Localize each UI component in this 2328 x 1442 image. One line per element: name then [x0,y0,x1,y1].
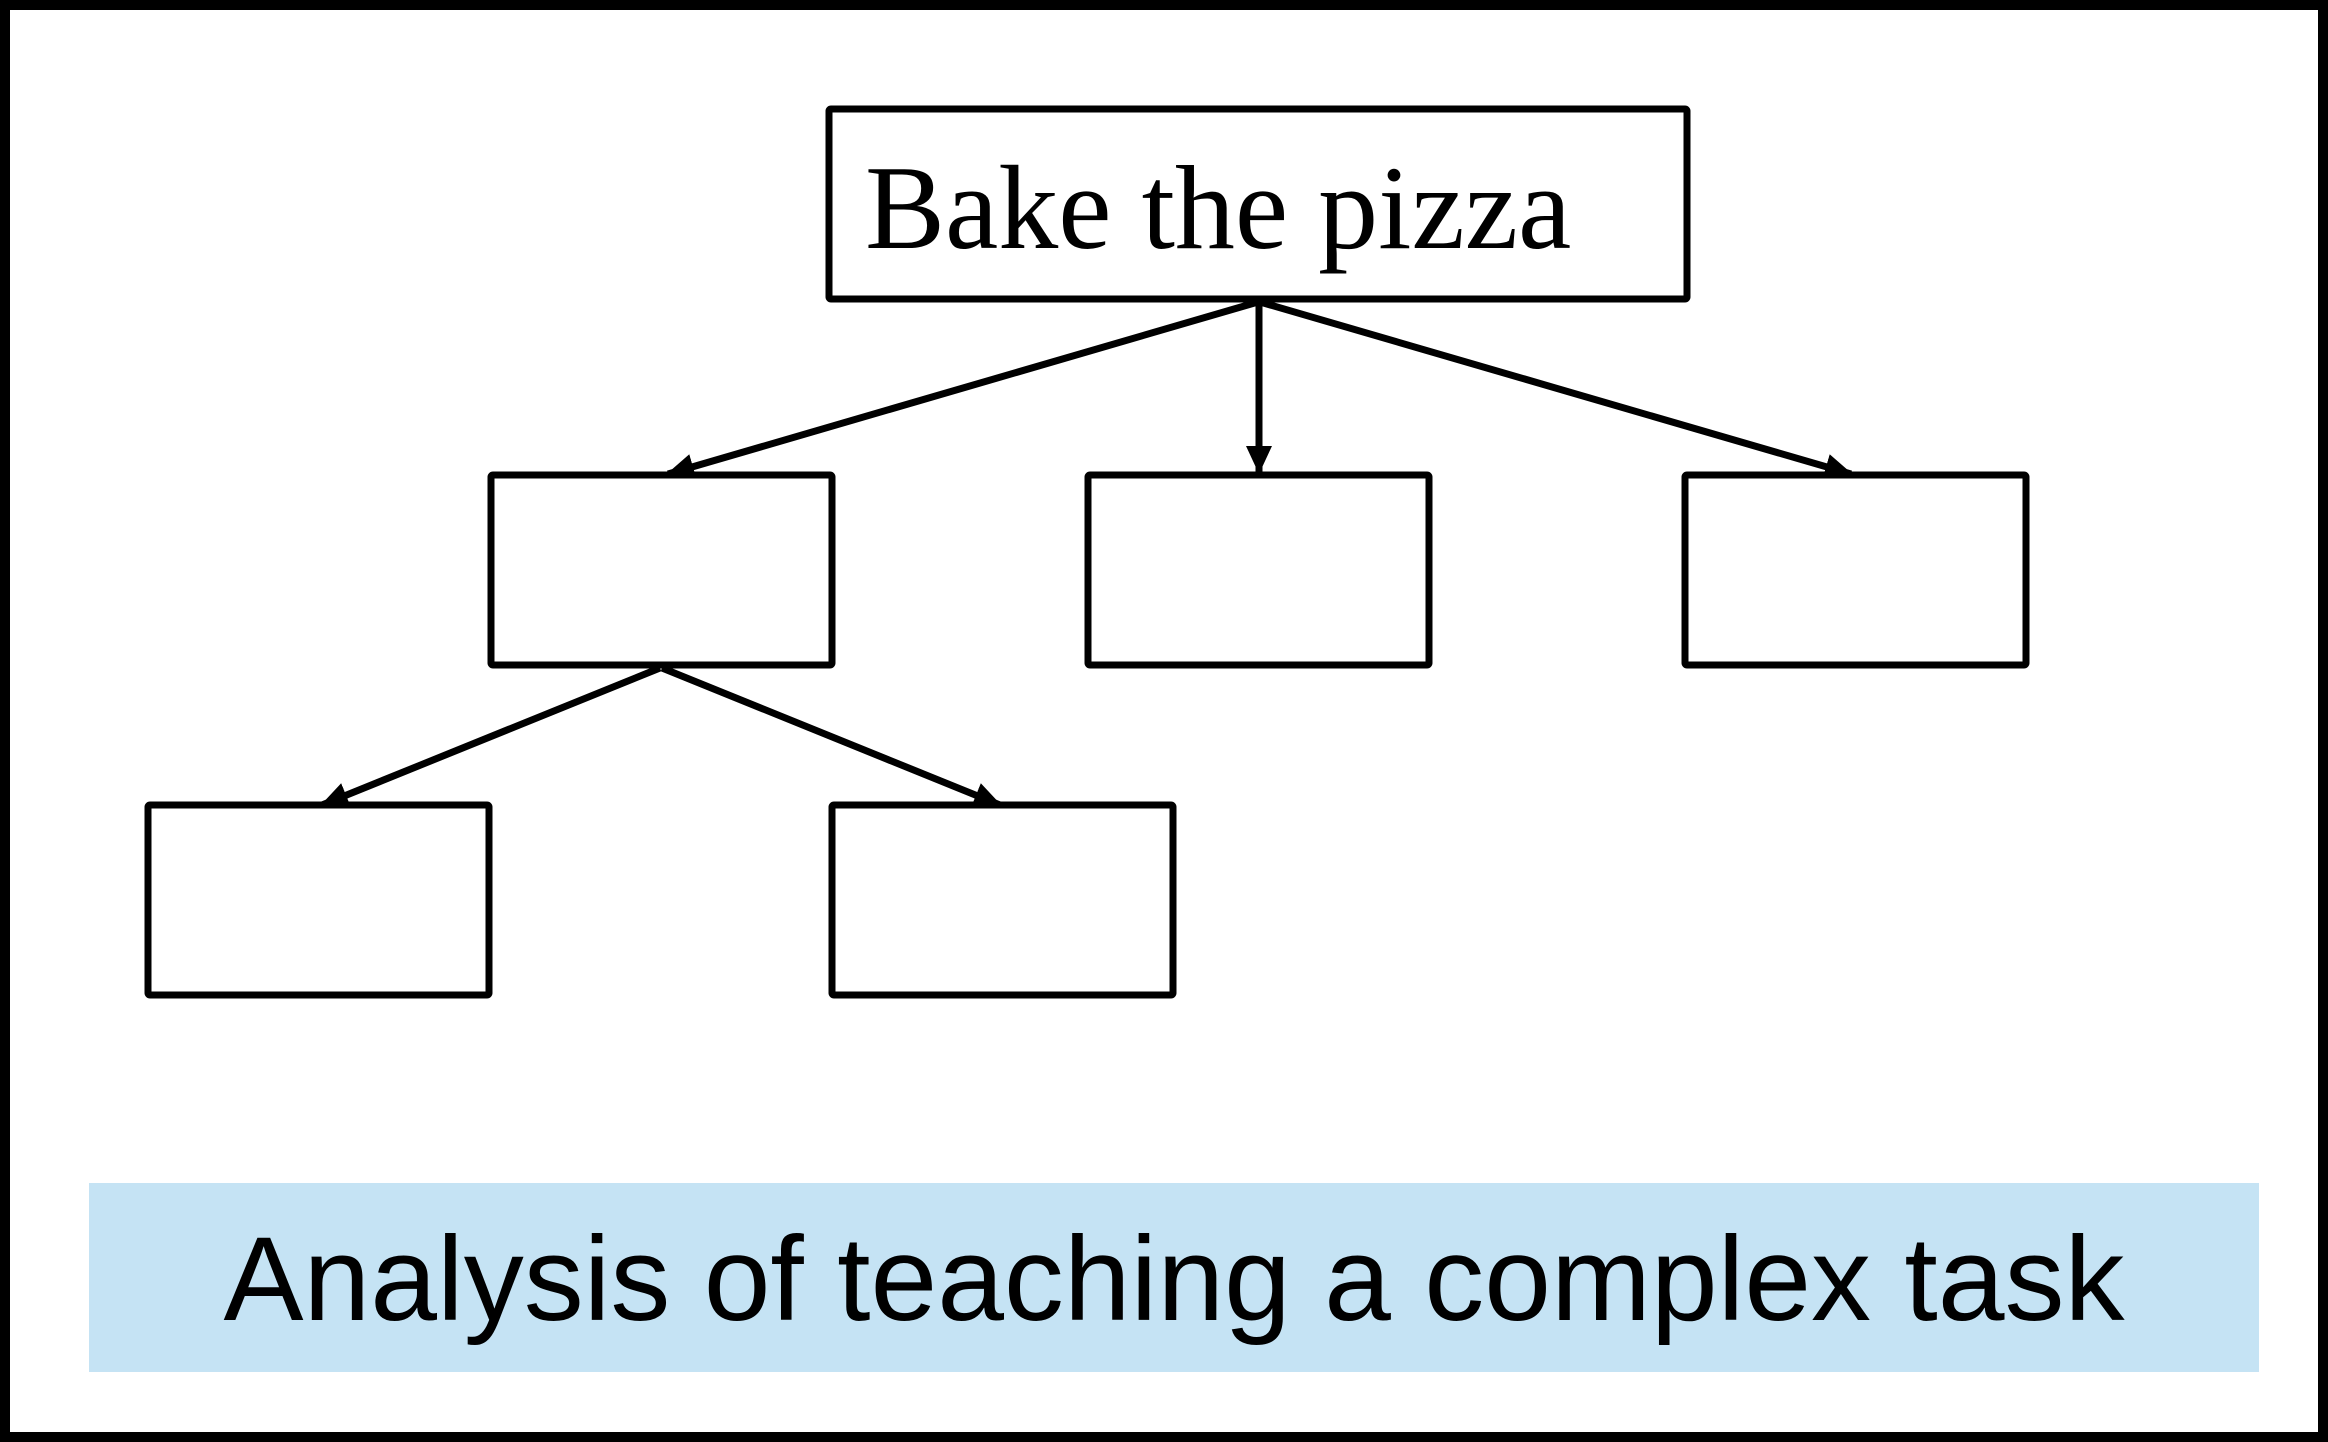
step-node-1-box [487,471,836,669]
substep-node-1-box [144,801,493,999]
substep-node-2-box [828,801,1177,999]
connector-step-1-to-substep-2 [660,664,1002,809]
connector-step-1-to-substep-1 [320,664,662,809]
caption-text: Analysis of teaching a complex task [224,1212,2126,1346]
connector-root-to-step-1 [666,298,1259,480]
step-node-1 [487,471,836,669]
substep-node-2 [828,801,1177,999]
step-node-3-box [1681,471,2030,669]
root-node: Bake the pizza [825,105,1691,303]
step-node-2 [1084,471,1433,669]
root-node-box [825,105,1691,303]
root-node-label: Bake the pizza [865,141,1571,274]
step-node-3 [1681,471,2030,669]
step-node-2-box [1084,471,1433,669]
caption-background [89,1183,2259,1372]
connector-root-to-step-3 [1259,298,1853,480]
caption-banner: Analysis of teaching a complex task [89,1183,2259,1372]
substep-node-1 [144,801,493,999]
